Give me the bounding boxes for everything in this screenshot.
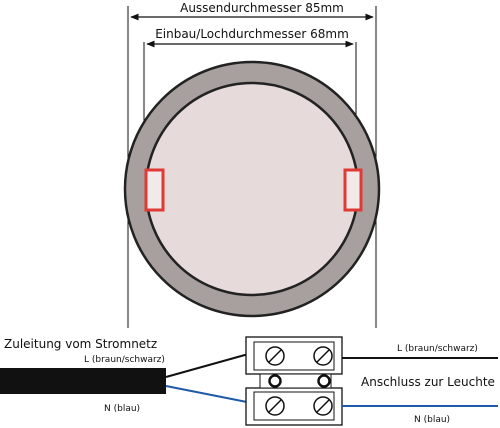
supply-neutral-label: N (blau)	[104, 404, 140, 414]
mounting-clip-right	[343, 168, 363, 212]
wiring-diagram: Zuleitung vom Stromnetz L (braun/schwarz…	[0, 336, 498, 426]
terminal-link-right	[317, 374, 331, 388]
terminal-block	[245, 336, 343, 426]
outer-diameter-label: Aussendurchmesser 85mm	[180, 1, 344, 15]
supply-live-label: L (braun/schwarz)	[84, 355, 165, 365]
supply-label: Zuleitung vom Stromnetz	[4, 337, 157, 351]
outer-diameter-dimension: Aussendurchmesser 85mm	[127, 0, 377, 328]
screw-icon	[265, 346, 285, 366]
lamp-live-label: L (braun/schwarz)	[397, 344, 478, 354]
supply-live-wire	[165, 352, 253, 378]
screw-icon	[313, 396, 333, 416]
supply-cable	[0, 368, 166, 394]
screw-icon	[313, 346, 333, 366]
mounting-clip-left	[144, 168, 165, 212]
cutout-diameter-label: Einbau/Lochdurchmesser 68mm	[155, 27, 349, 41]
lamp-connection-label: Anschluss zur Leuchte	[361, 375, 495, 389]
cutout-diameter-dimension: Einbau/Lochdurchmesser 68mm	[143, 26, 357, 172]
screw-icon	[265, 396, 285, 416]
downlight-fixture	[123, 60, 381, 318]
supply-neutral-wire	[165, 385, 253, 404]
lamp-neutral-label: N (blau)	[414, 415, 450, 425]
terminal-link-left	[268, 374, 282, 388]
lamp-face	[144, 81, 360, 297]
